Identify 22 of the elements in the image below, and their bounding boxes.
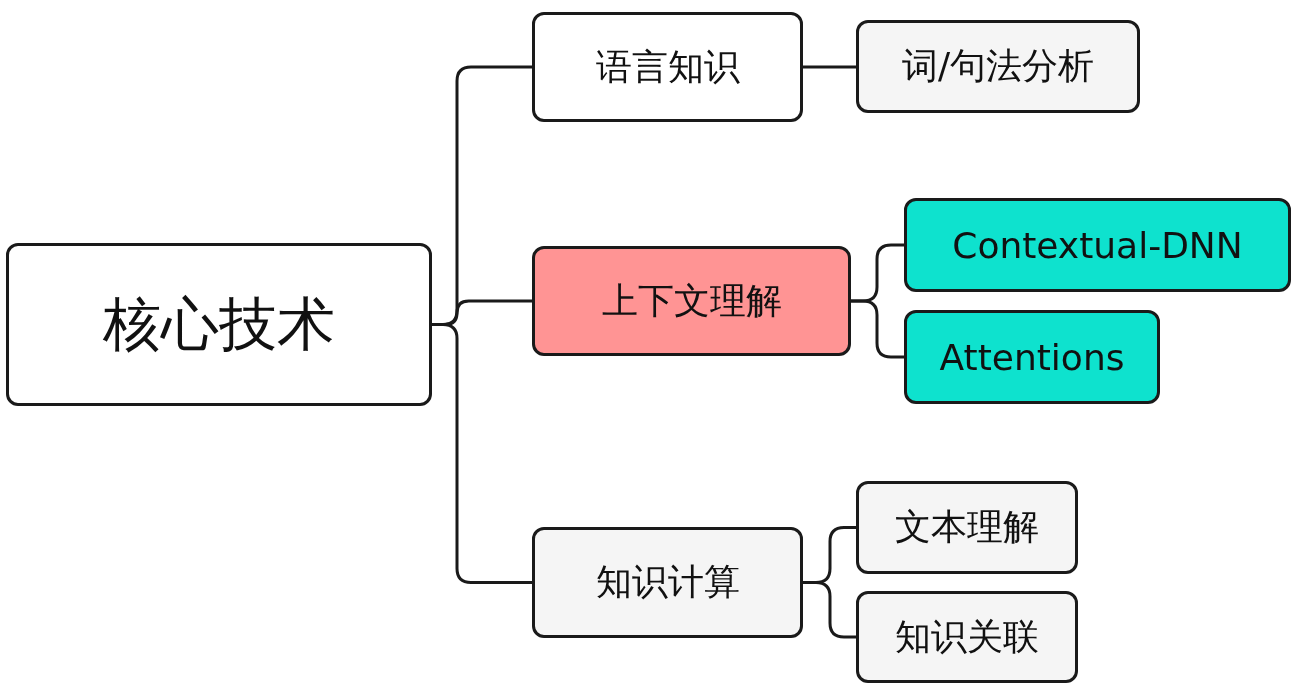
topic-box	[904, 198, 1291, 292]
topic-label: 核心技术	[103, 288, 335, 360]
topic-label: 上下文理解	[601, 278, 782, 323]
topic-label: 词/句法分析	[901, 44, 1095, 88]
connector-line	[803, 65, 856, 69]
connector-line	[432, 323, 532, 584]
topic-label: 语言知识	[595, 44, 740, 89]
topic-box	[532, 246, 851, 356]
topic-box	[856, 481, 1078, 574]
topic-box	[904, 310, 1160, 404]
topic-box	[856, 591, 1078, 683]
topic-label: 文本理解	[895, 505, 1039, 549]
topic-label: Attentions	[939, 336, 1125, 378]
connector-line	[851, 299, 904, 359]
topic-box	[856, 20, 1140, 113]
topic-label: 知识计算	[595, 560, 740, 604]
topic-box	[6, 243, 432, 406]
connector-line	[803, 581, 856, 639]
topic-label: Contextual-DNN	[952, 224, 1243, 266]
topic-box	[532, 12, 803, 122]
topic-label: 知识关联	[895, 614, 1039, 659]
topic-box	[532, 527, 803, 638]
